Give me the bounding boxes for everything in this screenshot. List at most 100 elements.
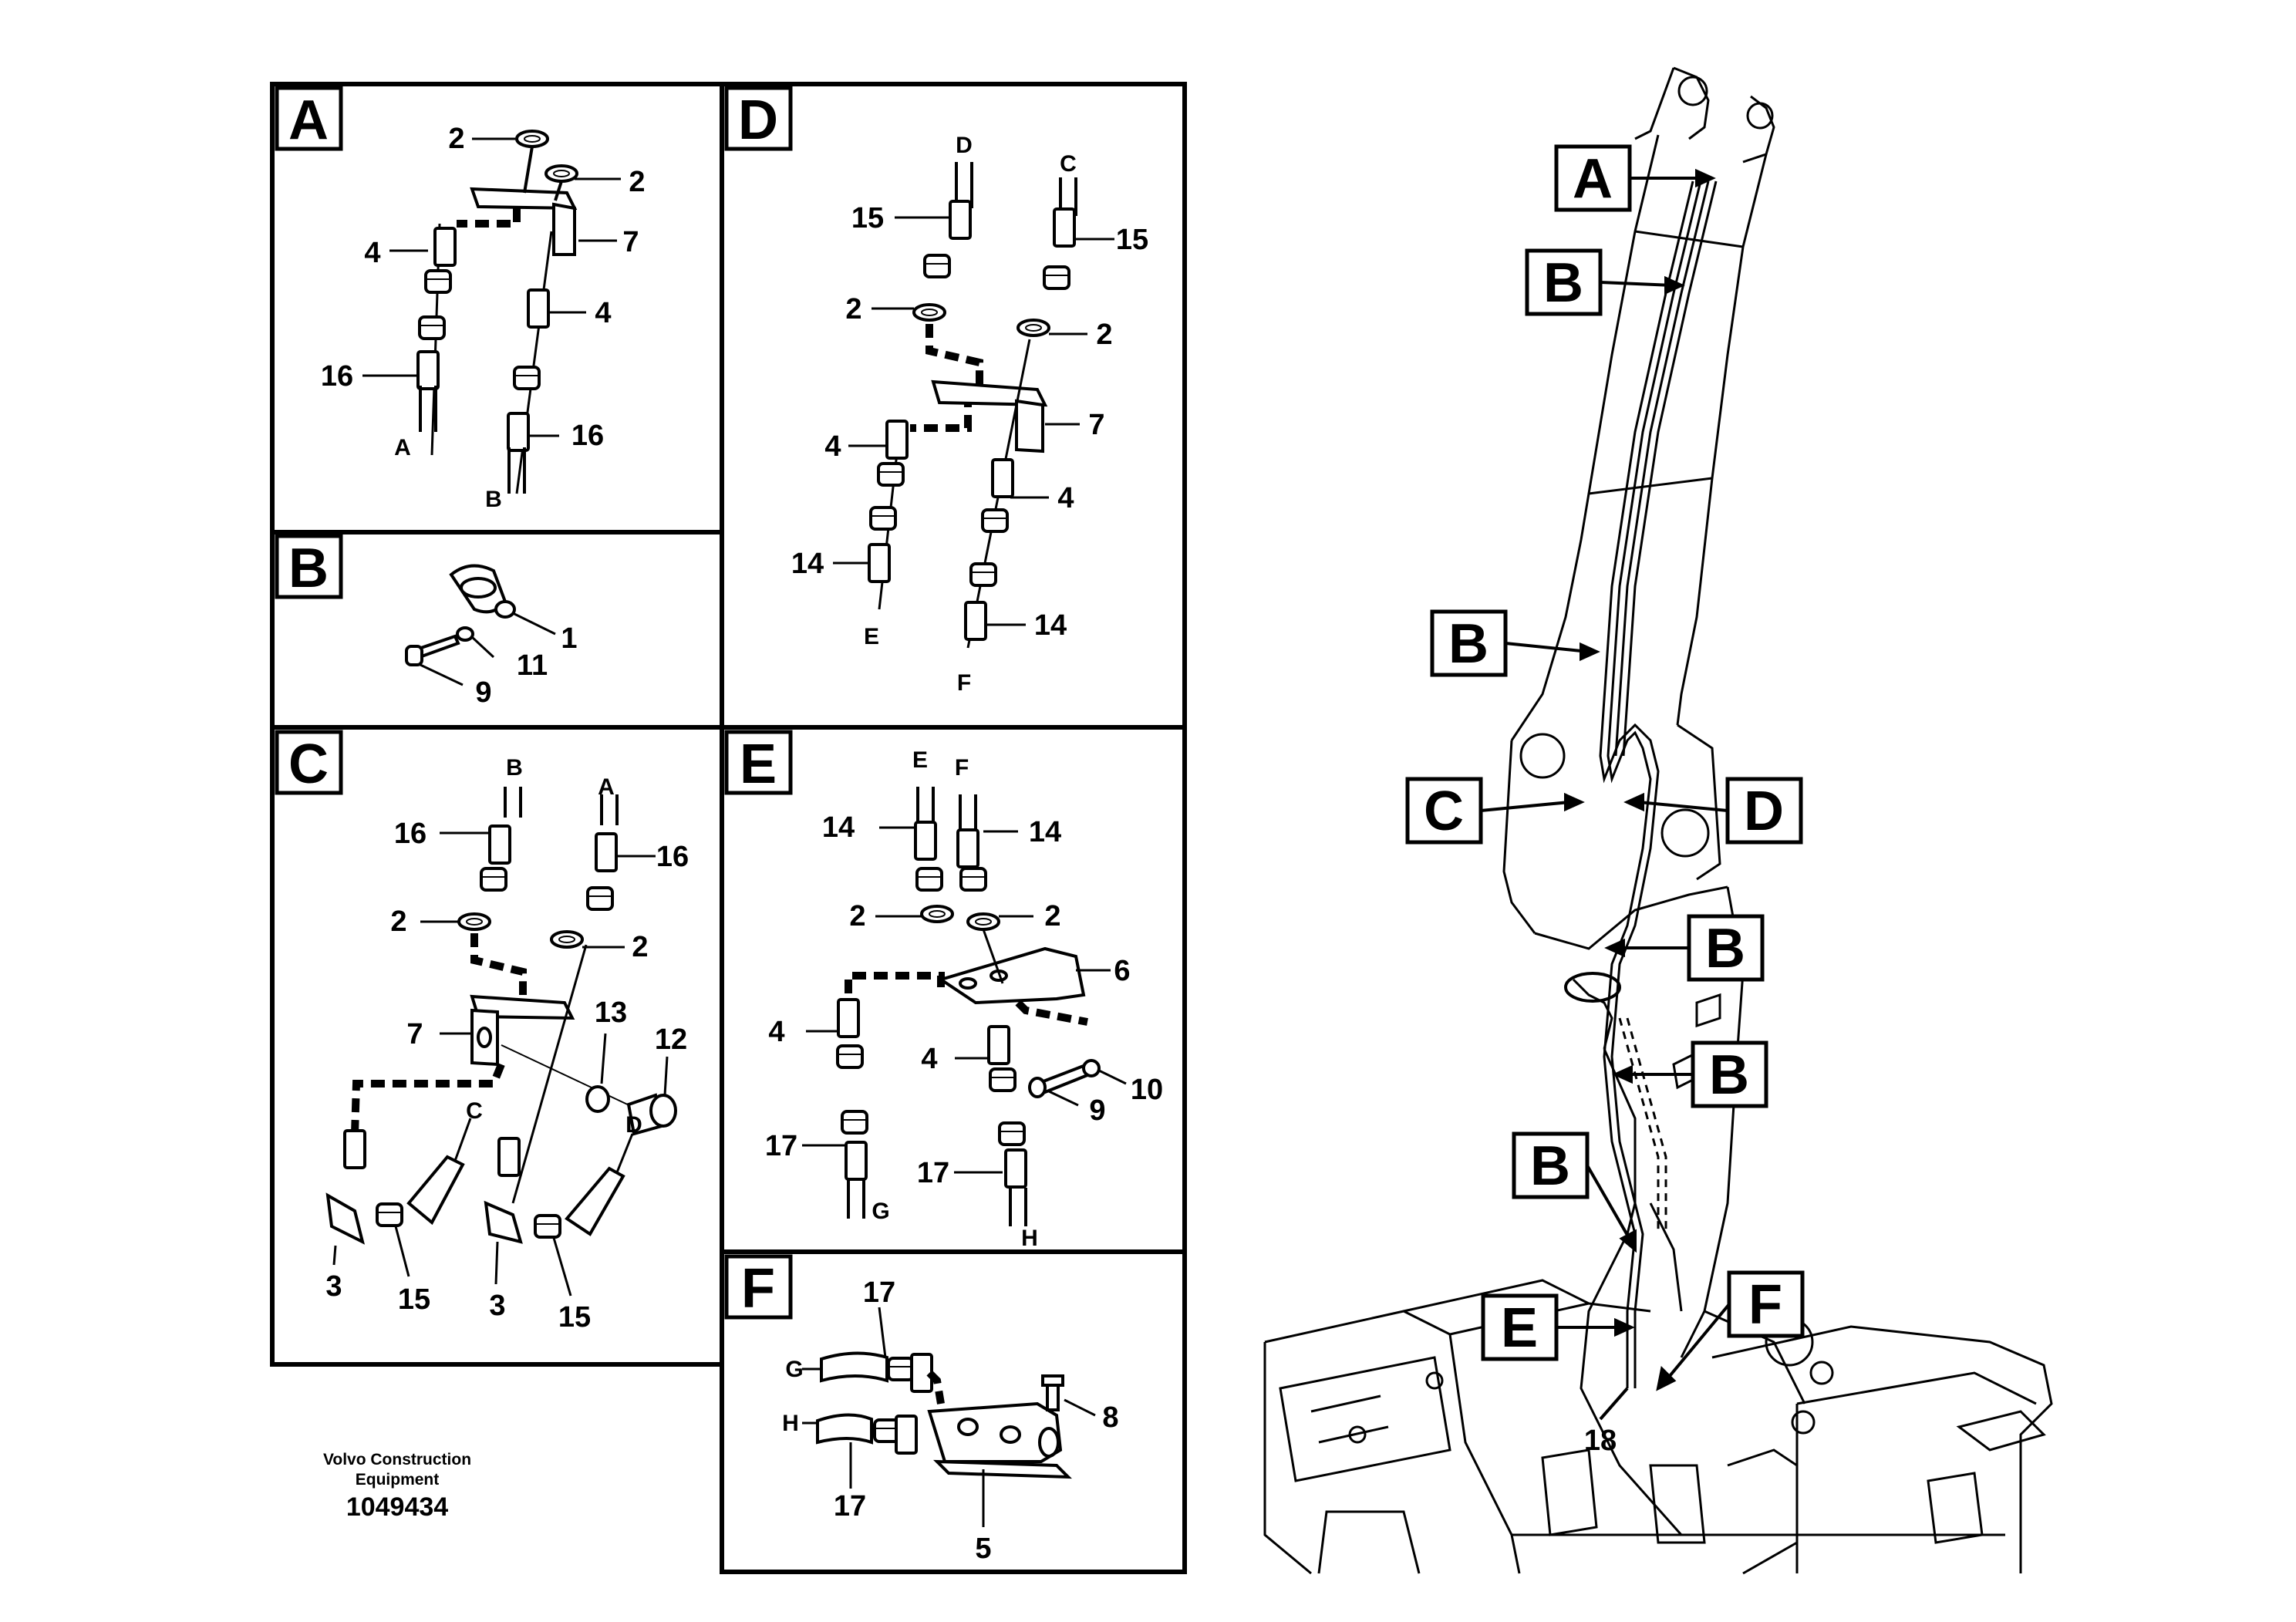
hose-end-f-g: G	[785, 1357, 803, 1382]
panel-c-leaders	[332, 831, 669, 1297]
overview-label-c: C	[1424, 781, 1464, 842]
callout-e-14-left: 14	[822, 811, 855, 844]
hose-end-f-h: H	[782, 1411, 799, 1436]
panel-f-drawing	[816, 1351, 1072, 1479]
panel-f-leaders	[802, 1307, 1096, 1527]
callout-c-15-left: 15	[398, 1283, 430, 1316]
overview-callout-boxes	[1405, 144, 1805, 1361]
overview-callout-18: 18	[1584, 1425, 1617, 1457]
panel-e-letter: E	[740, 733, 777, 795]
hose-end-d-d: D	[956, 133, 973, 158]
callout-d-7: 7	[1088, 409, 1104, 441]
panel-a-drawing	[416, 130, 578, 494]
panel-d-leaders	[833, 216, 1114, 626]
panel-c-letter-box	[275, 730, 343, 795]
callout-c-3-left: 3	[325, 1270, 342, 1303]
panel-c-letter: C	[288, 733, 329, 795]
hose-end-c-b: B	[506, 755, 523, 781]
panel-c-drawing	[325, 787, 677, 1245]
panel-b-letter: B	[288, 538, 329, 599]
hose-end-e-e: E	[912, 747, 928, 773]
panel-b-clamp-drawing	[405, 564, 516, 666]
panel-e-drawing	[836, 787, 1101, 1226]
panel-e: E	[724, 730, 1163, 1251]
callout-a-4-left: 4	[364, 237, 380, 269]
panel-f-letter: F	[741, 1258, 775, 1320]
panel-e-leaders	[802, 826, 1127, 1174]
callout-e-10: 10	[1131, 1074, 1163, 1106]
hose-end-d-c: C	[1060, 151, 1077, 177]
callout-e-2-left: 2	[849, 900, 865, 932]
panel-a-leaders	[362, 137, 621, 437]
overview-label-d: D	[1744, 781, 1784, 842]
callout-e-17-right: 17	[917, 1157, 949, 1189]
callout-a-4-right: 4	[595, 297, 611, 329]
document-number: 1049434	[346, 1492, 449, 1522]
panel-d-drawing	[868, 162, 1077, 649]
overview-label-e: E	[1501, 1297, 1538, 1359]
callout-a-16-right: 16	[571, 420, 604, 452]
callout-e-4-right: 4	[921, 1043, 937, 1075]
overview-pointer-lines	[1480, 168, 1731, 1421]
callout-b-11: 11	[517, 649, 548, 682]
callout-e-17-left: 17	[765, 1130, 797, 1162]
callout-e-4-left: 4	[768, 1016, 784, 1048]
callout-c-2-right: 2	[632, 931, 648, 963]
hose-end-e-h: H	[1021, 1226, 1038, 1251]
panel-b-leaders	[420, 612, 556, 686]
callout-d-4-left: 4	[824, 430, 841, 463]
boom-hose-routing	[1599, 180, 1718, 1388]
overview-label-a: A	[1573, 148, 1613, 210]
callout-d-14-right: 14	[1034, 609, 1067, 642]
panel-frames	[270, 82, 1187, 1574]
hose-end-b: B	[485, 487, 502, 512]
overview-label-f: F	[1748, 1274, 1782, 1336]
callout-f-17-top: 17	[863, 1276, 895, 1309]
panel-c: C	[275, 730, 689, 1334]
callout-d-2-left: 2	[845, 293, 861, 325]
hose-end-c-c: C	[466, 1098, 483, 1124]
overview-label-b2: B	[1448, 613, 1489, 675]
hose-end-a: A	[394, 435, 411, 460]
callout-a-7: 7	[622, 226, 639, 258]
callout-a-2-top: 2	[448, 123, 464, 155]
callout-a-2-right: 2	[629, 166, 645, 198]
panel-b-letter-box	[275, 534, 343, 599]
callout-c-16-right: 16	[656, 841, 689, 873]
hose-end-c-d: D	[625, 1112, 642, 1138]
overview-label-b1: B	[1543, 252, 1583, 314]
panel-d: D	[724, 86, 1148, 696]
callout-d-15-left: 15	[851, 202, 884, 234]
callout-c-2-left: 2	[390, 905, 406, 938]
panel-d-letter: D	[738, 89, 778, 151]
callout-c-15-right: 15	[558, 1301, 591, 1334]
overview-label-b5: B	[1530, 1135, 1570, 1197]
callout-e-6: 6	[1114, 955, 1130, 987]
panel-b: B 1 11 9	[275, 534, 578, 709]
footer: Volvo Construction Equipment 1049434	[308, 1450, 486, 1524]
callout-c-13: 13	[595, 996, 627, 1029]
callout-f-5: 5	[975, 1533, 991, 1565]
callout-a-16-left: 16	[321, 360, 353, 393]
callout-d-4-right: 4	[1057, 482, 1074, 514]
panel-e-letter-box	[724, 730, 793, 795]
callout-f-17-bottom: 17	[834, 1490, 866, 1523]
chassis-drawing	[1263, 1279, 2053, 1575]
callout-d-2-right: 2	[1096, 319, 1112, 351]
callout-b-9: 9	[475, 676, 491, 709]
callout-c-16-left: 16	[394, 818, 426, 850]
panel-f-letter-box	[724, 1254, 793, 1320]
hose-end-d-f: F	[957, 670, 971, 696]
hose-end-c-a: A	[598, 774, 615, 800]
hose-end-e-g: G	[872, 1199, 889, 1224]
callout-c-12: 12	[655, 1023, 687, 1056]
callout-e-2-right: 2	[1044, 900, 1060, 932]
panel-d-letter-box	[724, 86, 793, 151]
panel-a: A	[275, 86, 646, 512]
hose-end-d-e: E	[864, 624, 879, 649]
footer-caption: Volvo Construction Equipment	[322, 1451, 472, 1489]
overview-label-b4: B	[1709, 1044, 1749, 1106]
panel-f: F 17 17 8 5 G H	[724, 1254, 1119, 1565]
callout-c-7: 7	[406, 1018, 423, 1050]
